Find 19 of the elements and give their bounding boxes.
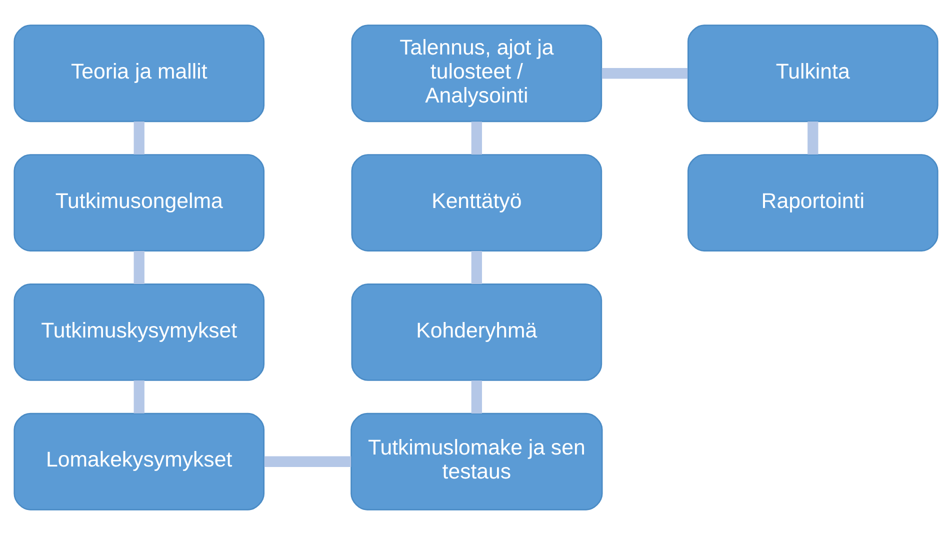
node-box: Talennus, ajot ja tulosteet / Analysointi [350,24,602,122]
node-box: Kohderyhmä [350,283,602,380]
node-box: Tutkimuskysymykset [13,283,264,380]
node-box: Tulkinta [686,24,938,122]
connector [470,380,482,413]
connector [807,121,818,154]
connector [133,380,144,413]
node-box: Teoria ja mallit [13,24,264,122]
connector [264,456,351,466]
node-box: Kenttätyö [350,154,602,251]
node-box: Lomakekysymykset [13,412,264,510]
connector [601,68,688,78]
connector [133,121,144,154]
connector [133,250,144,284]
node-box: Raportointi [686,154,938,251]
connector [470,121,482,154]
connector [470,250,482,284]
node-box: Tutkimuslomake ja sen testaus [350,412,602,510]
node-box: Tutkimusongelma [13,154,264,251]
